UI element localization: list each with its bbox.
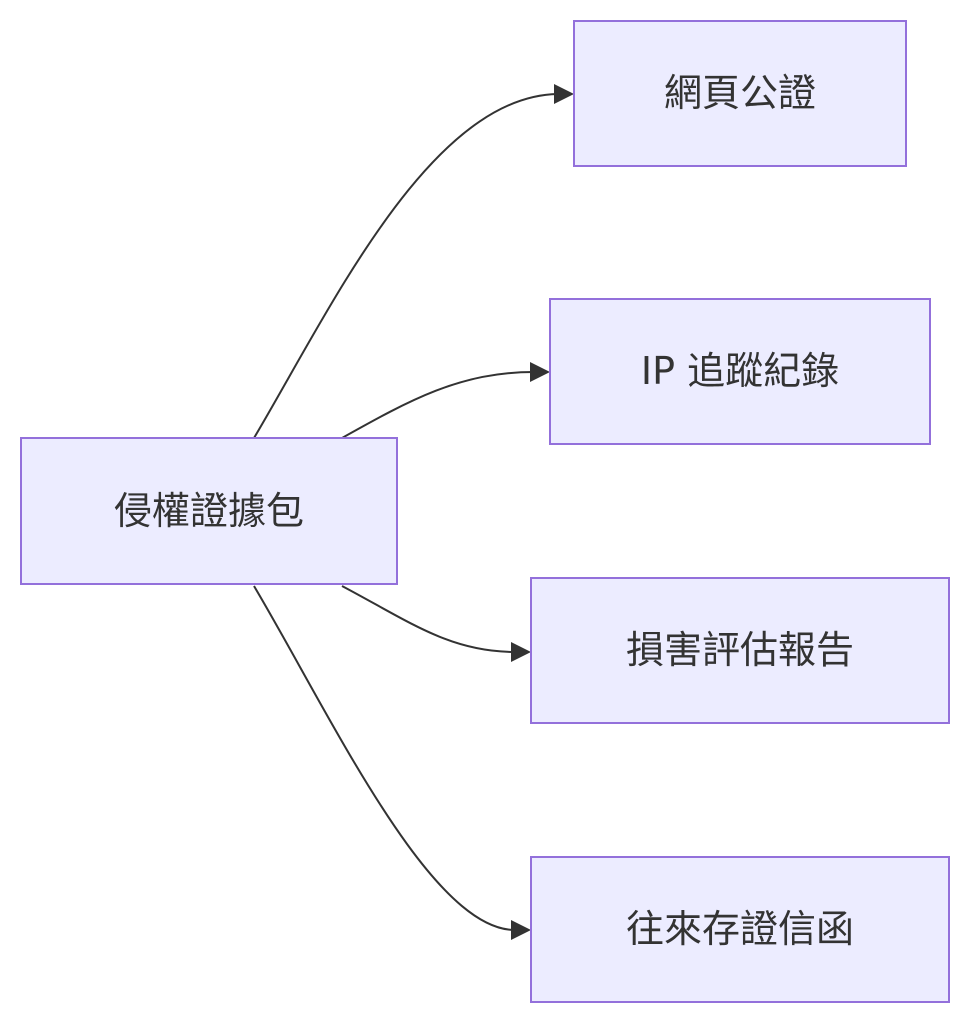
edge-root-to-damage-report <box>341 585 516 653</box>
arrowhead-damage-report <box>511 642 531 662</box>
edge-root-to-certified-letters <box>253 585 516 931</box>
node-ip-tracking[interactable]: IP 追蹤紀錄 <box>549 298 931 445</box>
arrowhead-ip-tracking <box>530 362 550 382</box>
edge-root-to-web-notarization <box>253 93 559 439</box>
node-web-notarization-label: 網頁公證 <box>664 71 816 115</box>
edges <box>253 84 574 940</box>
node-damage-report[interactable]: 損害評估報告 <box>530 577 950 724</box>
node-root-label: 侵權證據包 <box>114 489 304 533</box>
node-root[interactable]: 侵權證據包 <box>20 437 398 585</box>
node-damage-report-label: 損害評估報告 <box>626 628 854 672</box>
node-certified-letters-label: 往來存證信函 <box>626 907 854 951</box>
edge-root-to-ip-tracking <box>341 371 535 439</box>
node-web-notarization[interactable]: 網頁公證 <box>573 20 907 167</box>
node-ip-tracking-label: IP 追蹤紀錄 <box>641 349 839 393</box>
arrowhead-web-notarization <box>554 84 574 104</box>
node-certified-letters[interactable]: 往來存證信函 <box>530 856 950 1003</box>
arrowhead-certified-letters <box>511 920 531 940</box>
